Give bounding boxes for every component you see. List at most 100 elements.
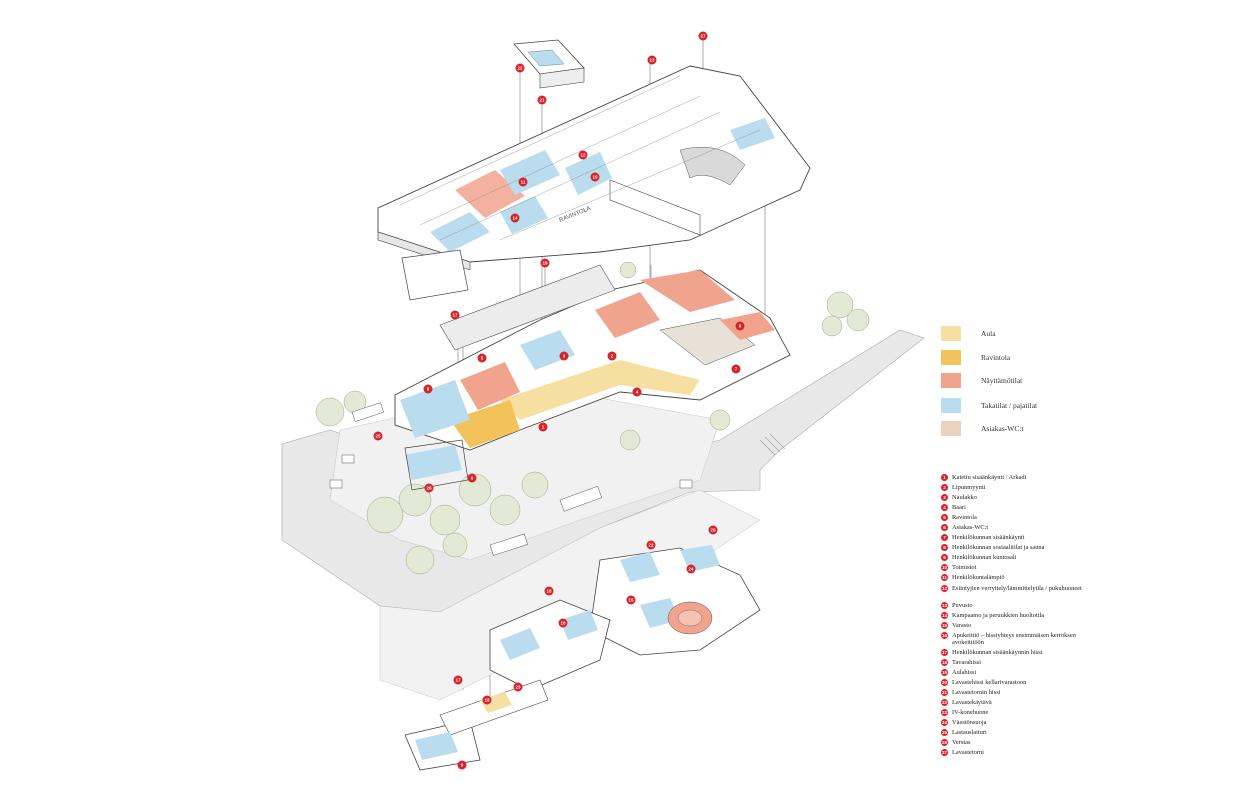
marker-ground: 7 (731, 364, 741, 374)
marker-icon: 2 (941, 484, 948, 492)
legend-row: Aula (941, 325, 996, 341)
svg-text:16: 16 (560, 621, 566, 626)
marker-ground: 9 (735, 321, 745, 331)
svg-text:15: 15 (628, 598, 634, 603)
marker-ground: 8 (423, 384, 433, 394)
key-item: 9 Henkilökunnan kuntosali (941, 554, 1101, 564)
marker-icon: 9 (941, 554, 948, 562)
marker-icon: 19 (941, 668, 948, 676)
svg-text:24: 24 (688, 567, 694, 572)
svg-text:27: 27 (700, 34, 706, 39)
key-label: Puvusto (952, 601, 973, 609)
svg-text:17: 17 (452, 313, 458, 318)
marker-icon: 5 (941, 514, 948, 522)
marker-icon: 24 (941, 718, 948, 726)
key-item: 2 Lipunmyynti (941, 484, 1101, 494)
svg-text:1: 1 (542, 425, 545, 430)
svg-text:17: 17 (455, 678, 461, 683)
svg-text:14: 14 (512, 216, 518, 221)
legend-label: Näyttämötilat (981, 375, 1023, 385)
key-label: Katettu sisäänkäynti / Arkadi (952, 474, 1027, 481)
markers-layer: 2122271312111014171925841367925262022241… (373, 31, 745, 770)
svg-text:13: 13 (649, 58, 655, 63)
svg-text:25: 25 (375, 434, 381, 439)
key-label: Varasto (952, 621, 972, 629)
marker-icon: 8 (941, 544, 948, 552)
key-label: Henkilökunnan kuntosali (952, 554, 1017, 562)
legend-swatch (941, 325, 961, 341)
marker-upper: 10 (590, 172, 600, 182)
svg-text:23: 23 (515, 685, 521, 690)
marker-icon: 12 (941, 584, 948, 592)
key-label: Lipunmyynti (952, 484, 986, 492)
marker-basement: 18 (544, 586, 554, 596)
marker-icon: 13 (941, 601, 948, 609)
marker-upper: 27 (698, 31, 708, 41)
basement-plan (379, 489, 761, 771)
marker-basement: 24 (686, 564, 696, 574)
svg-text:18: 18 (546, 589, 552, 594)
svg-text:11: 11 (521, 180, 526, 185)
legend-label: Aula (981, 328, 996, 338)
marker-icon: 14 (941, 611, 948, 619)
key-label: Tavarahissi (952, 658, 982, 666)
marker-icon: 15 (941, 621, 948, 629)
key-item: 13 Puvusto (941, 601, 1101, 612)
svg-text:6: 6 (471, 476, 474, 481)
svg-text:9: 9 (739, 324, 742, 329)
svg-text:10: 10 (592, 175, 598, 180)
marker-basement: 15 (626, 595, 636, 605)
key-label: Baari (952, 504, 966, 512)
legend-row: Ravintola (941, 349, 1010, 365)
svg-text:2: 2 (611, 354, 614, 359)
marker-icon: 11 (941, 574, 948, 582)
marker-ground: 6 (467, 473, 477, 483)
key-label: Ravintola (952, 514, 977, 522)
marker-upper: 13 (647, 55, 657, 65)
key-item: 5 Ravintola (941, 514, 1101, 524)
marker-upper: 21 (537, 95, 547, 105)
marker-upper: 11 (518, 177, 528, 187)
key-item: 12 Esiintyjien verryttely/lämmittelytila … (941, 584, 1101, 602)
legend-swatch (941, 420, 961, 436)
svg-text:5: 5 (481, 356, 484, 361)
svg-text:8: 8 (427, 387, 430, 392)
legend-row: Takatilat / pajatilat (941, 397, 1037, 413)
svg-text:22: 22 (517, 66, 523, 71)
key-label: Esiintyjien verryttely/lämmittelytila / … (952, 584, 1082, 592)
marker-ground: 26 (424, 483, 434, 493)
legend-row: Näyttämötilat (941, 372, 1022, 388)
legend-label: Ravintola (981, 352, 1011, 362)
marker-upper: 14 (510, 213, 520, 223)
key-label: Väestönsuoja (952, 718, 987, 726)
svg-text:4: 4 (636, 390, 639, 395)
marker-icon: 4 (941, 504, 948, 512)
marker-ground: 5 (477, 353, 487, 363)
legend-swatch (941, 372, 961, 388)
marker-icon: 20 (941, 678, 948, 686)
svg-text:26: 26 (426, 486, 432, 491)
key-label: Henkilökunnan sisäänkäynti (952, 534, 1025, 542)
upper-floor-plan (377, 39, 811, 301)
key-label: IV-konehuone (952, 708, 989, 716)
marker-basement: 16 (558, 618, 568, 628)
marker-ground: 3 (559, 351, 569, 361)
marker-icon: 16 (941, 631, 948, 639)
key-label: Lavastetorni (952, 749, 984, 757)
key-label: Lastauslaituri (952, 729, 987, 737)
